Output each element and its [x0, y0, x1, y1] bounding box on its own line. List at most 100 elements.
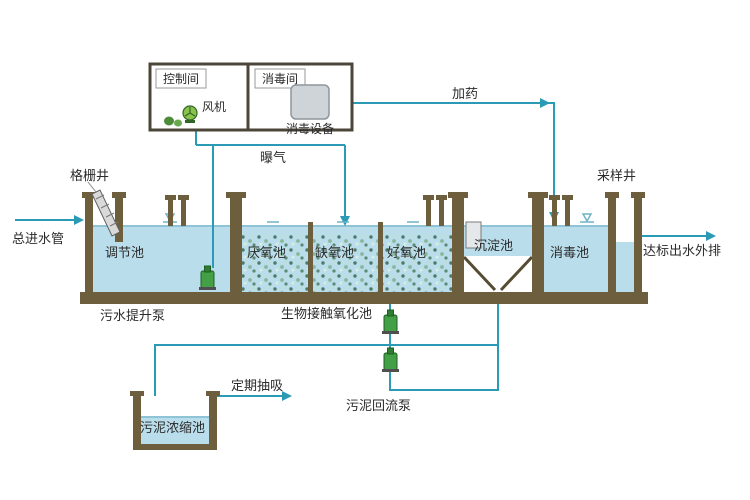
sedimentation-hopper-slope	[462, 255, 534, 292]
wall-aerobic-sedimentation	[452, 198, 464, 292]
weir-stub	[565, 200, 570, 226]
pump-head	[204, 265, 211, 273]
sedimentation-tank-label: 沉淀池	[474, 238, 513, 253]
pipe-sludge-waste	[154, 344, 498, 396]
disinfection-room-label-box	[254, 68, 306, 89]
sludge-thickener-label: 污泥浓缩池	[140, 420, 205, 435]
fan-base	[185, 120, 195, 123]
main-inlet-label: 总进水管	[12, 231, 64, 246]
fan-icon	[182, 105, 198, 123]
wall-cap	[549, 195, 560, 200]
anaerobic-tank-label: 厌氧池	[247, 245, 286, 260]
bar-screen	[91, 189, 121, 237]
wall-cap	[423, 195, 434, 200]
weir-stub	[552, 200, 557, 226]
equipment-icon	[164, 116, 174, 126]
sampling-well-label: 采样井	[597, 168, 636, 183]
base-slab	[80, 292, 648, 304]
periodic-suction-label: 定期抽吸	[231, 378, 283, 393]
wall-disinfection-right	[608, 198, 616, 292]
dosing-label: 加药	[452, 86, 478, 101]
control-room-label-box	[155, 68, 207, 89]
pump-base	[382, 369, 399, 372]
pipe-dosing	[329, 102, 555, 214]
thickener-bottom	[133, 444, 217, 450]
surface-line	[544, 225, 608, 227]
weir-stub	[426, 200, 431, 226]
surface-line	[141, 416, 209, 418]
pump-body	[383, 314, 398, 333]
surface-line	[93, 225, 230, 227]
wall-cap	[165, 195, 176, 200]
disinfection-tank-water	[544, 226, 608, 292]
control-room-label: 控制间	[163, 72, 199, 86]
anoxic-tank-label: 缺氧池	[315, 245, 354, 260]
wall-cap	[206, 391, 220, 396]
sedimentation-inlet-baffle	[465, 221, 482, 249]
pump-base	[382, 331, 399, 334]
sludge-return-pump-icon	[382, 309, 399, 334]
wall-right-outer	[634, 198, 642, 292]
pump-head	[387, 347, 394, 355]
disinfection-room-label: 消毒间	[262, 72, 298, 86]
sludge-return-pump-icon	[382, 347, 399, 372]
grid-well-leader	[87, 181, 97, 193]
weir-stub	[181, 200, 186, 226]
surface-marks	[163, 213, 594, 223]
fan-blades	[184, 107, 196, 117]
discharge-label: 达标出水外排	[643, 243, 721, 258]
aeration-label: 曝气	[260, 150, 286, 165]
bio-media-dots	[242, 234, 452, 292]
control-building	[148, 62, 354, 132]
wall-cap	[631, 192, 645, 198]
pipe-sludge-return	[389, 292, 499, 391]
disinfection-tank-label: 消毒池	[550, 245, 589, 260]
regulation-tank-label: 调节池	[105, 245, 144, 260]
wall-regulation-anaerobic	[230, 198, 242, 292]
sewage-lift-pump-icon	[199, 265, 216, 290]
sludge-return-pump-label: 污泥回流泵	[346, 398, 411, 413]
weir-stub	[168, 200, 173, 226]
sewage-lift-pump-label: 污水提升泵	[100, 308, 165, 323]
arrowhead-dosing-right	[540, 98, 550, 108]
wall-anaerobic-anoxic	[308, 222, 313, 292]
thickener-wall-right	[209, 396, 217, 450]
thickener-wall-left	[133, 396, 141, 450]
wall-cap	[562, 195, 573, 200]
disinfection-equipment-label: 消毒设备	[286, 122, 334, 136]
aerobic-tank-label: 好氧池	[387, 245, 426, 260]
wall-cap	[112, 192, 126, 198]
wall-left-outer	[85, 198, 93, 292]
wall-cap	[130, 391, 144, 396]
arrowhead-aeration	[340, 216, 350, 226]
wall-anoxic-aerobic	[378, 222, 383, 292]
pump-body	[200, 270, 215, 289]
equipment-icon	[174, 119, 182, 127]
surface-nabla	[164, 213, 593, 223]
weir-stub	[439, 200, 444, 226]
surface-line	[242, 225, 452, 227]
wall-cap	[226, 192, 246, 198]
arrowhead-discharge	[706, 231, 716, 241]
sampling-well-water	[616, 242, 634, 292]
pump-head	[387, 309, 394, 317]
arrowhead-suction	[282, 391, 292, 401]
wall-cap	[436, 195, 447, 200]
pump-base	[199, 287, 216, 290]
sedimentation-hopper-zone	[464, 256, 532, 292]
grid-well-label: 格栅井	[70, 168, 109, 183]
disinfection-equipment-box	[290, 84, 330, 120]
wall-sedimentation-disinfection	[532, 198, 544, 292]
sludge-thickener-water	[141, 417, 209, 444]
wall-cap	[605, 192, 619, 198]
wall-cap	[448, 192, 468, 198]
labels-group: 控制间 消毒间 风机 消毒设备 加药 曝气 格栅井 采样井 总进水管 调节池 厌…	[12, 72, 721, 435]
tank-walls-group	[80, 192, 648, 450]
pump-body	[383, 352, 398, 371]
surface-line	[464, 225, 532, 227]
arrowhead-inlet	[74, 215, 84, 225]
fan-label: 风机	[202, 100, 226, 114]
wall-cap	[82, 192, 96, 198]
